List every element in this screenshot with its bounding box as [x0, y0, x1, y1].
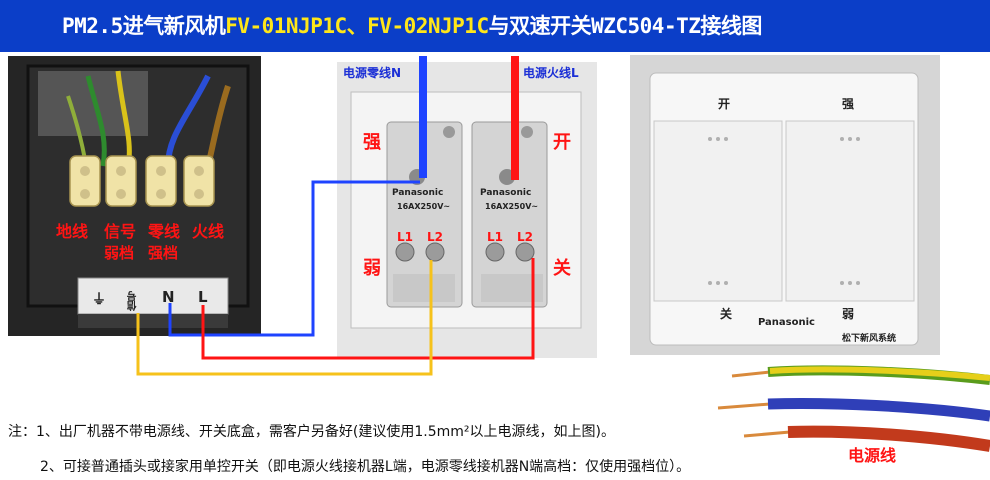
plate-neutral: N	[162, 288, 175, 306]
rating-left: 16AX250V~	[397, 202, 451, 211]
label-ground: 地线	[56, 222, 89, 241]
switch-back-illustration	[337, 62, 597, 358]
live-wire	[201, 258, 535, 360]
power-cable-label: 电源线	[848, 446, 897, 465]
rating-right: 16AX250V~	[485, 202, 539, 211]
brand-small-right: Panasonic	[480, 188, 532, 198]
title-model-1: FV-01NJP1C	[225, 14, 347, 38]
signal-wire	[136, 260, 433, 376]
label-low-speed: 弱档	[104, 244, 135, 262]
title-model-2: FV-02NJP1C	[367, 14, 489, 38]
front-subtitle: 松下新风系统	[842, 334, 897, 344]
brand-small-left: Panasonic	[392, 188, 444, 198]
terminal-l1-left: L1	[397, 230, 413, 244]
title-bar: PM2.5进气新风机FV-01NJP1C、FV-02NJP1C与双速开关WZC5…	[0, 0, 990, 52]
note-2: 2、可接普通插头或接家用单控开关（即电源火线接机器L端，电源零线接机器N端高档：…	[40, 459, 691, 475]
switch-front-illustration	[630, 55, 940, 355]
ground-symbol-icon: ⏚	[92, 292, 106, 308]
title-text-1: PM2.5进气新风机	[62, 14, 226, 38]
mains-live-label: 电源火线L	[523, 66, 579, 80]
mains-neutral-label: 电源零线N	[343, 66, 402, 80]
corner-weak: 弱	[363, 258, 381, 279]
front-label-weak: 弱	[842, 307, 855, 321]
terminal-l2-left: L2	[427, 230, 443, 244]
terminal-block-photo: 地线 信号 零线 火线 弱档 强档 ⏚ 信号 N L	[8, 56, 261, 336]
front-label-on: 开	[718, 97, 731, 111]
label-signal: 信号	[104, 222, 137, 241]
corner-on: 开	[553, 132, 571, 153]
switch-back-photo: Panasonic Panasonic 16AX250V~ 16AX250V~ …	[337, 62, 597, 358]
front-label-off: 关	[720, 307, 733, 321]
corner-off: 关	[553, 258, 571, 279]
diagram-title: PM2.5进气新风机FV-01NJP1C、FV-02NJP1C与双速开关WZC5…	[62, 10, 762, 40]
front-brand: Panasonic	[758, 317, 815, 328]
title-text-2: 与双速开关	[488, 14, 592, 38]
note-1: 注：1、出厂机器不带电源线、开关底盒，需客户另备好(建议使用1.5mm²以上电源…	[8, 424, 615, 440]
title-separator: 、	[346, 14, 368, 38]
terminal-l1-right: L1	[487, 230, 503, 244]
power-cable-photo	[717, 365, 990, 452]
label-high-speed: 强档	[148, 244, 179, 262]
neutral-wire	[168, 180, 420, 337]
title-model-3: WZC504-TZ	[591, 14, 701, 38]
terminal-l2-right: L2	[517, 230, 533, 244]
terminal-block-illustration	[8, 56, 261, 336]
front-label-strong: 强	[842, 97, 855, 111]
label-live: 火线	[192, 222, 225, 241]
label-neutral: 零线	[148, 222, 181, 241]
plate-live: L	[198, 288, 208, 306]
switch-front-photo: 开 强 关 弱 Panasonic 松下新风系统	[630, 55, 940, 355]
corner-strong: 强	[363, 132, 381, 153]
title-text-3: 接线图	[700, 14, 762, 38]
